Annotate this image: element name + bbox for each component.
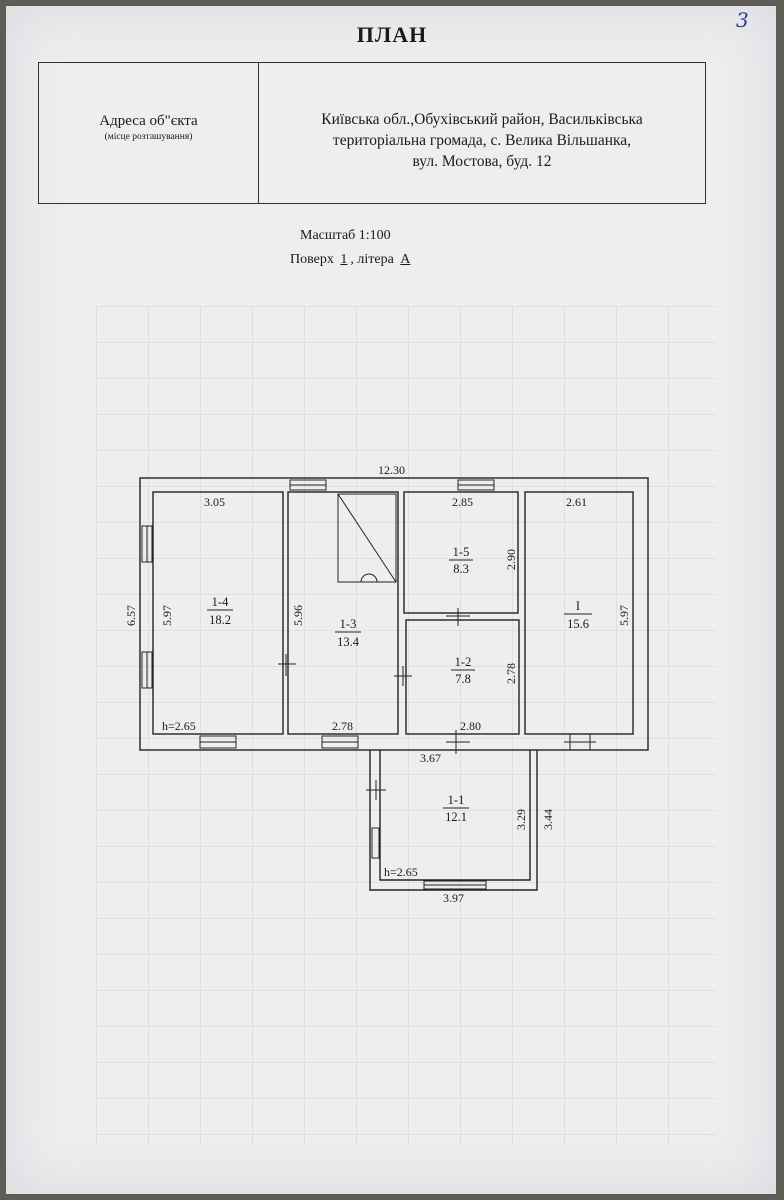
room-outline-1-3: [287, 491, 399, 735]
dim-overall-width: 12.30: [378, 463, 405, 477]
windows: [141, 479, 495, 890]
address-line: вул. Мостова, буд. 12: [412, 153, 552, 170]
floor-middle: , літера: [350, 252, 394, 267]
dim-1-3-width: 2.78: [332, 719, 353, 733]
room-area-1-5: 8.3: [453, 562, 469, 576]
room-id-1-1: 1-1: [448, 793, 465, 807]
floor-label: Поверх 1, літера А: [290, 252, 413, 268]
dim-left-height: 6.57: [124, 605, 138, 626]
dim-I-height: 5.97: [617, 605, 631, 626]
room-outline-I: [524, 491, 634, 735]
scale-label: Масштаб 1:100: [300, 228, 391, 243]
ceiling-height-1-1: h=2.65: [384, 865, 418, 879]
room-labels: 1-4 18.2 1-3 13.4 1-5 8.3 1-2 7.8 I 15.6…: [207, 545, 592, 824]
page-title: ПЛАН: [356, 22, 428, 47]
dim-1-3-height: 5.96: [291, 605, 305, 626]
room-id-1-5: 1-5: [453, 545, 470, 559]
dim-1-2-height: 2.78: [504, 663, 518, 684]
room-id-I: I: [576, 599, 580, 613]
dimension-labels: 12.30 6.57 3.05 5.97 h=2.65 5.96 2.78 2.…: [124, 463, 631, 905]
address-label: Адреса об"єкта: [99, 113, 198, 129]
floor-letter: А: [400, 252, 411, 267]
dim-1-1-outer-height: 3.44: [541, 809, 555, 830]
dim-1-1-outer-width: 3.97: [443, 891, 464, 905]
dim-1-5-height: 2.90: [504, 549, 518, 570]
address-table: Адреса об"єкта (місце розташування) Київ…: [38, 62, 706, 204]
room-area-1-2: 7.8: [455, 672, 471, 686]
dim-1-4-width: 3.05: [204, 495, 225, 509]
doors: [278, 608, 596, 800]
dim-1-1-width: 3.67: [420, 751, 441, 765]
dim-1-5-width: 2.85: [452, 495, 473, 509]
room-area-1-3: 13.4: [337, 635, 360, 649]
address-line: територіальна громада, с. Велика Вільшан…: [332, 132, 632, 149]
address-sublabel: (місце розташування): [104, 132, 193, 142]
stairs-symbol: [337, 493, 397, 583]
room-outline-1-2: [405, 619, 520, 735]
address-line: Київська обл.,Обухівський район, Васильк…: [321, 111, 643, 128]
floor-prefix: Поверх: [290, 252, 334, 267]
room-id-1-3: 1-3: [340, 617, 357, 631]
ceiling-height-1-4: h=2.65: [162, 719, 196, 733]
dim-1-4-height: 5.97: [160, 605, 174, 626]
room-area-I: 15.6: [567, 617, 589, 631]
room-outline-1-4: [152, 491, 284, 735]
room-id-1-2: 1-2: [455, 655, 472, 669]
dim-I-width: 2.61: [566, 495, 587, 509]
address-label-cell: Адреса об"єкта (місце розташування): [39, 63, 259, 203]
floor-number: 1: [340, 252, 348, 267]
outer-walls: [139, 477, 649, 891]
address-value: Київська обл.,Обухівський район, Васильк…: [259, 63, 705, 203]
dim-1-1-height: 3.29: [514, 809, 528, 830]
room-outline-1-5: [403, 491, 519, 614]
page-number: 3: [736, 8, 749, 32]
dim-1-2-width: 2.80: [460, 719, 481, 733]
room-id-1-4: 1-4: [212, 595, 229, 609]
room-area-1-4: 18.2: [209, 613, 231, 627]
room-area-1-1: 12.1: [445, 810, 467, 824]
